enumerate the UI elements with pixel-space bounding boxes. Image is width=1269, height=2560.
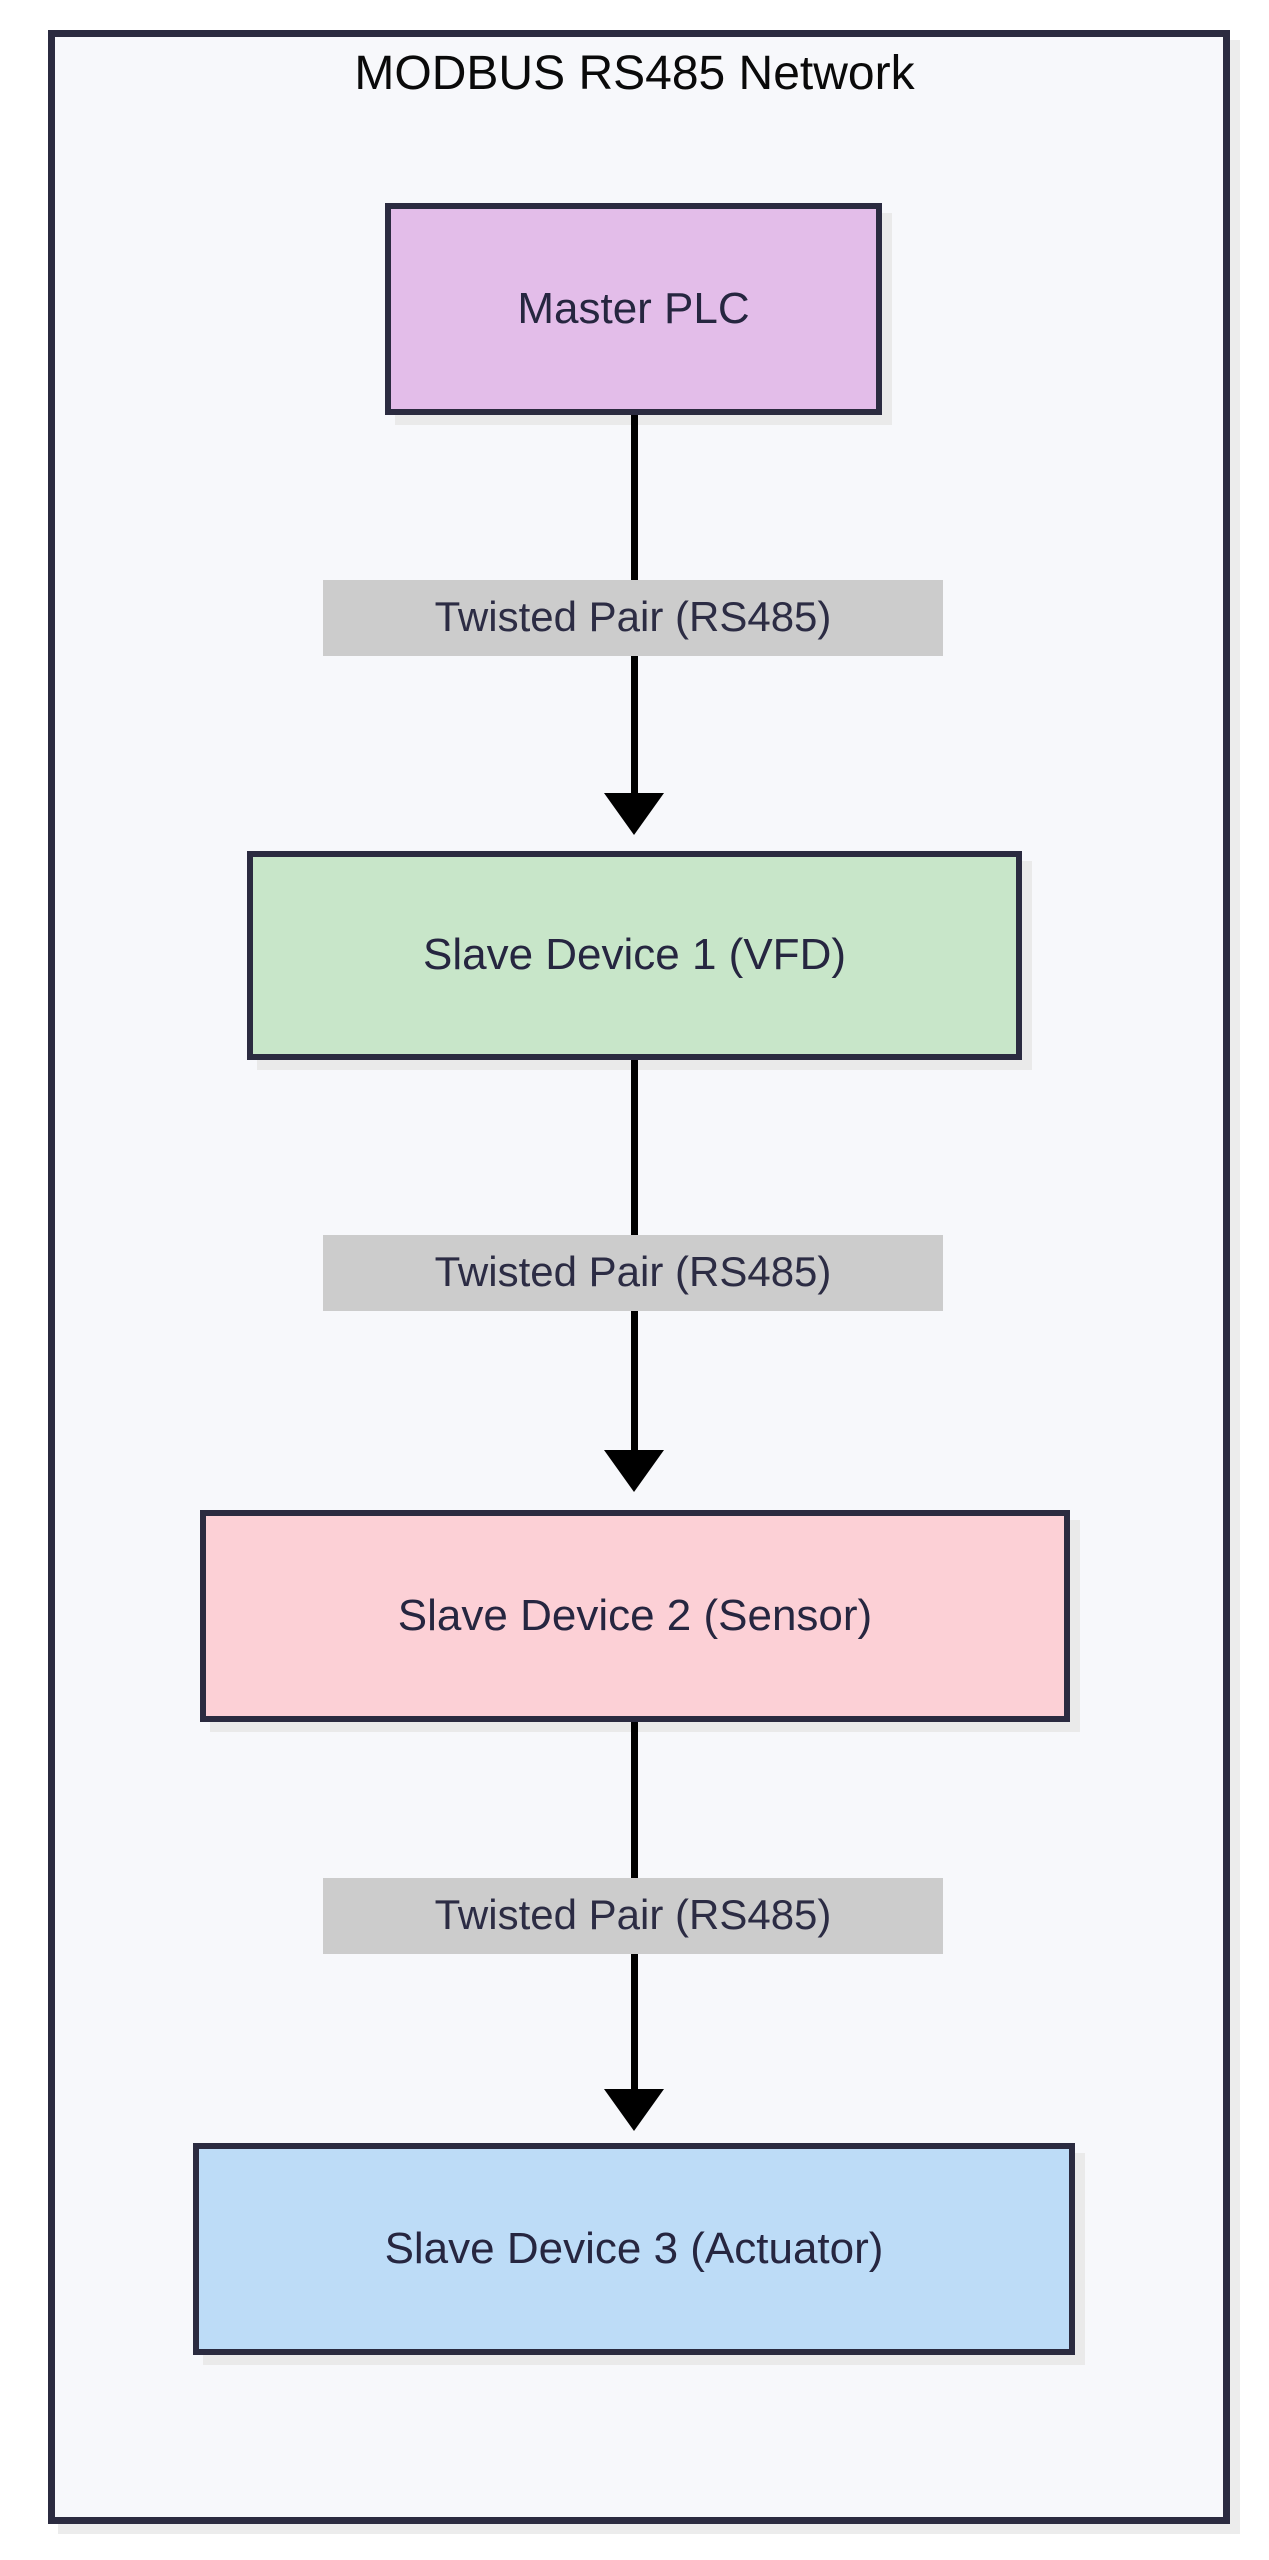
edge-arrowhead-slave2-to-slave3: [604, 2089, 664, 2131]
node-master-plc[interactable]: Master PLC: [385, 203, 882, 415]
edge-arrowhead-master-to-slave1: [604, 793, 664, 835]
node-slave-device-2[interactable]: Slave Device 2 (Sensor): [200, 1510, 1070, 1722]
edge-label-master-to-slave1: Twisted Pair (RS485): [323, 580, 943, 656]
edge-arrowhead-slave1-to-slave2: [604, 1450, 664, 1492]
node-label-slave-device-1: Slave Device 1 (VFD): [422, 930, 846, 980]
node-slave-device-3[interactable]: Slave Device 3 (Actuator): [193, 2143, 1075, 2355]
node-slave-device-1[interactable]: Slave Device 1 (VFD): [247, 851, 1022, 1060]
diagram-title: MODBUS RS485 Network: [354, 47, 915, 100]
edge-label-slave2-to-slave3: Twisted Pair (RS485): [323, 1878, 943, 1954]
node-label-master-plc: Master PLC: [517, 283, 750, 333]
node-label-slave-device-3: Slave Device 3 (Actuator): [384, 2223, 884, 2273]
node-label-slave-device-2: Slave Device 2 (Sensor): [397, 1590, 873, 1640]
edge-label-slave1-to-slave2: Twisted Pair (RS485): [323, 1235, 943, 1311]
